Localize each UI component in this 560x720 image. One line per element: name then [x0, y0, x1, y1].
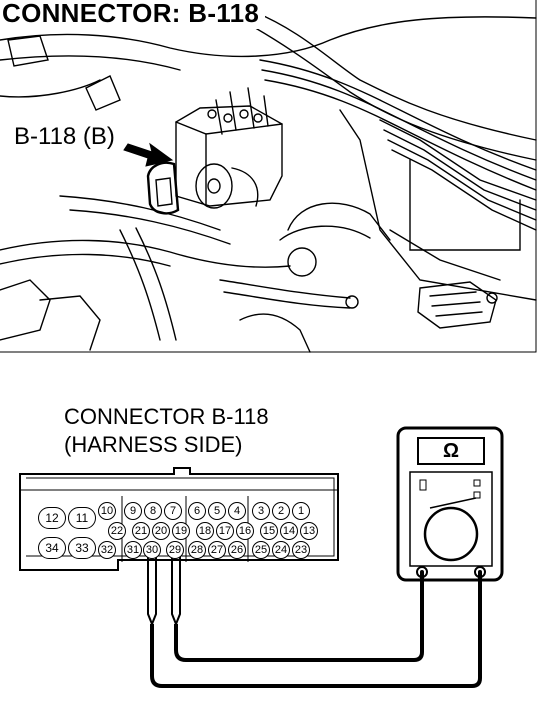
pin-9: 9	[124, 502, 142, 520]
pin-23: 23	[292, 541, 310, 559]
test-lead-short	[174, 572, 424, 662]
pin-31: 31	[124, 541, 142, 559]
pin-26: 26	[228, 541, 246, 559]
test-lead-long	[150, 572, 482, 688]
selector-dial	[423, 506, 479, 562]
probe-right	[171, 556, 181, 627]
ohm-symbol: Ω	[442, 439, 460, 462]
com-jack	[416, 566, 428, 578]
pin-27: 27	[208, 541, 226, 559]
engine-bay-illustration	[0, 0, 537, 353]
pin-6: 6	[188, 502, 206, 520]
pin-32: 32	[98, 541, 116, 559]
pin-15: 15	[260, 522, 278, 540]
harness-side-caption: (HARNESS SIDE)	[64, 432, 243, 457]
pin-24: 24	[272, 541, 290, 559]
pin-14: 14	[280, 522, 298, 540]
pin-16: 16	[236, 522, 254, 540]
pin-29: 29	[166, 541, 184, 559]
pin-19: 19	[172, 522, 190, 540]
pin-13: 13	[300, 522, 318, 540]
pin-12: 12	[38, 507, 66, 529]
pin-5: 5	[208, 502, 226, 520]
pin-10: 10	[98, 502, 116, 520]
connector-callout-label: B-118 (B)	[14, 123, 115, 151]
pin-17: 17	[216, 522, 234, 540]
pin-33: 33	[68, 537, 96, 559]
pin-22: 22	[108, 522, 126, 540]
pin-8: 8	[144, 502, 162, 520]
pin-3: 3	[252, 502, 270, 520]
probe-left	[147, 556, 157, 627]
pin-20: 20	[152, 522, 170, 540]
pin-18: 18	[196, 522, 214, 540]
pin-2: 2	[272, 502, 290, 520]
pin-25: 25	[252, 541, 270, 559]
pin-28: 28	[188, 541, 206, 559]
pin-4: 4	[228, 502, 246, 520]
pin-30: 30	[143, 541, 161, 559]
page-title: CONNECTOR: B-118	[2, 0, 266, 29]
callout-arrow	[123, 142, 174, 167]
pin-11: 11	[68, 507, 96, 529]
v-ohm-jack	[474, 566, 486, 578]
pin-34: 34	[38, 537, 66, 559]
pin-1: 1	[292, 502, 310, 520]
connector-caption: CONNECTOR B-118	[64, 404, 269, 429]
pin-7: 7	[164, 502, 182, 520]
pin-21: 21	[132, 522, 150, 540]
